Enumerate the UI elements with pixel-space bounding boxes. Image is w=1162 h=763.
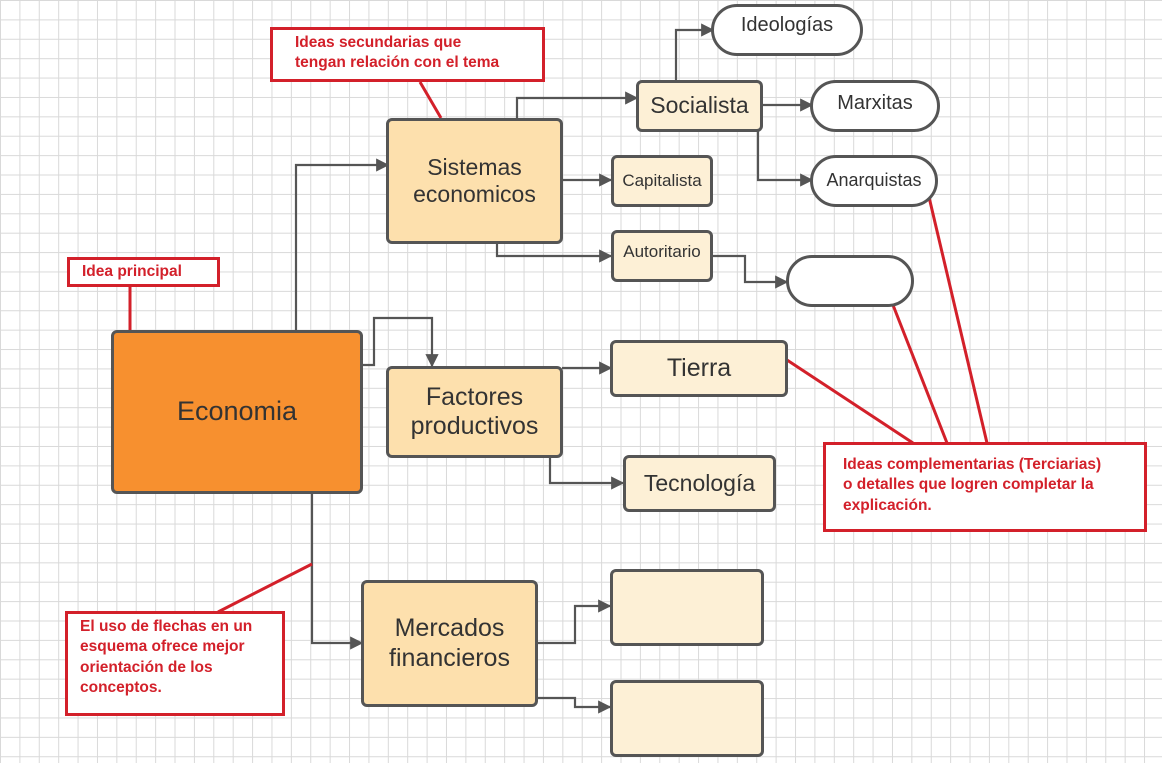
node-capitalista-label: Capitalista bbox=[622, 170, 702, 190]
node-blank-2[interactable] bbox=[610, 680, 764, 757]
node-marxitas[interactable]: Marxitas bbox=[810, 80, 940, 132]
node-economia-label: Economia bbox=[176, 396, 298, 427]
node-tecnologia[interactable]: Tecnología bbox=[623, 455, 776, 512]
node-marxitas-label: Marxitas bbox=[837, 92, 913, 115]
node-blank-pill[interactable] bbox=[786, 255, 914, 307]
node-tierra[interactable]: Tierra bbox=[610, 340, 788, 397]
pointer-secundarias bbox=[418, 81, 443, 119]
note-idea-principal: Idea principal bbox=[67, 257, 220, 287]
node-autoritario-label: Autoritario bbox=[623, 241, 701, 261]
arrow-sistemas-autoritario bbox=[495, 243, 613, 263]
node-factores-productivos[interactable]: Factores productivos bbox=[386, 366, 563, 458]
note-ideas-secundarias-text: Ideas secundarias que tengan relación co… bbox=[295, 34, 500, 72]
node-economia[interactable]: Economia bbox=[111, 330, 363, 494]
note-uso-de-flechas: El uso de flechas en un esquema ofrece m… bbox=[65, 611, 285, 716]
pointer-tierra bbox=[786, 358, 914, 445]
node-anarquistas[interactable]: Anarquistas bbox=[810, 155, 938, 207]
arrow-socialista-anarquistas bbox=[756, 130, 814, 187]
node-ideologias[interactable]: Ideologías bbox=[711, 4, 863, 56]
node-sistemas-label: Sistemas economicos bbox=[413, 153, 536, 207]
pointer-flechas bbox=[217, 562, 313, 614]
node-sistemas-economicos[interactable]: Sistemas economicos bbox=[386, 118, 563, 244]
arrow-economia-factores bbox=[362, 316, 439, 368]
pointer-anarquistas bbox=[927, 196, 989, 444]
arrow-factores-tecnologia bbox=[548, 456, 625, 490]
node-autoritario[interactable]: Autoritario bbox=[611, 230, 713, 282]
node-capitalista[interactable]: Capitalista bbox=[611, 155, 713, 207]
arrow-mercados-blank-1 bbox=[537, 599, 612, 645]
node-anarquistas-label: Anarquistas bbox=[826, 170, 922, 191]
node-mercados-financieros[interactable]: Mercados financieros bbox=[361, 580, 538, 707]
note-idea-principal-text: Idea principal bbox=[82, 263, 182, 280]
note-uso-de-flechas-text: El uso de flechas en un esquema ofrece m… bbox=[80, 618, 253, 697]
node-ideologias-label: Ideologías bbox=[740, 14, 834, 37]
arrow-economia-sistemas bbox=[294, 158, 390, 330]
arrow-socialista-ideologias bbox=[674, 23, 715, 80]
arrow-mercados-blank-2 bbox=[537, 696, 612, 714]
node-tierra-label: Tierra bbox=[666, 353, 732, 382]
note-ideas-secundarias: Ideas secundarias que tengan relación co… bbox=[270, 27, 545, 82]
node-socialista-label: Socialista bbox=[650, 92, 749, 119]
arrow-economia-mercados bbox=[310, 492, 364, 650]
pointer-blank bbox=[891, 304, 949, 444]
node-blank-1[interactable] bbox=[610, 569, 764, 646]
node-factores-label: Factores productivos bbox=[410, 382, 539, 441]
node-tecnologia-label: Tecnología bbox=[643, 469, 756, 496]
arrow-sistemas-socialista bbox=[515, 91, 639, 118]
node-mercados-label: Mercados financieros bbox=[389, 614, 510, 672]
arrow-autoritario-blank bbox=[712, 254, 789, 289]
note-ideas-complementarias-text: Ideas complementarias (Terciarias) o det… bbox=[843, 456, 1102, 514]
note-ideas-complementarias: Ideas complementarias (Terciarias) o det… bbox=[823, 442, 1147, 532]
node-socialista[interactable]: Socialista bbox=[636, 80, 763, 132]
